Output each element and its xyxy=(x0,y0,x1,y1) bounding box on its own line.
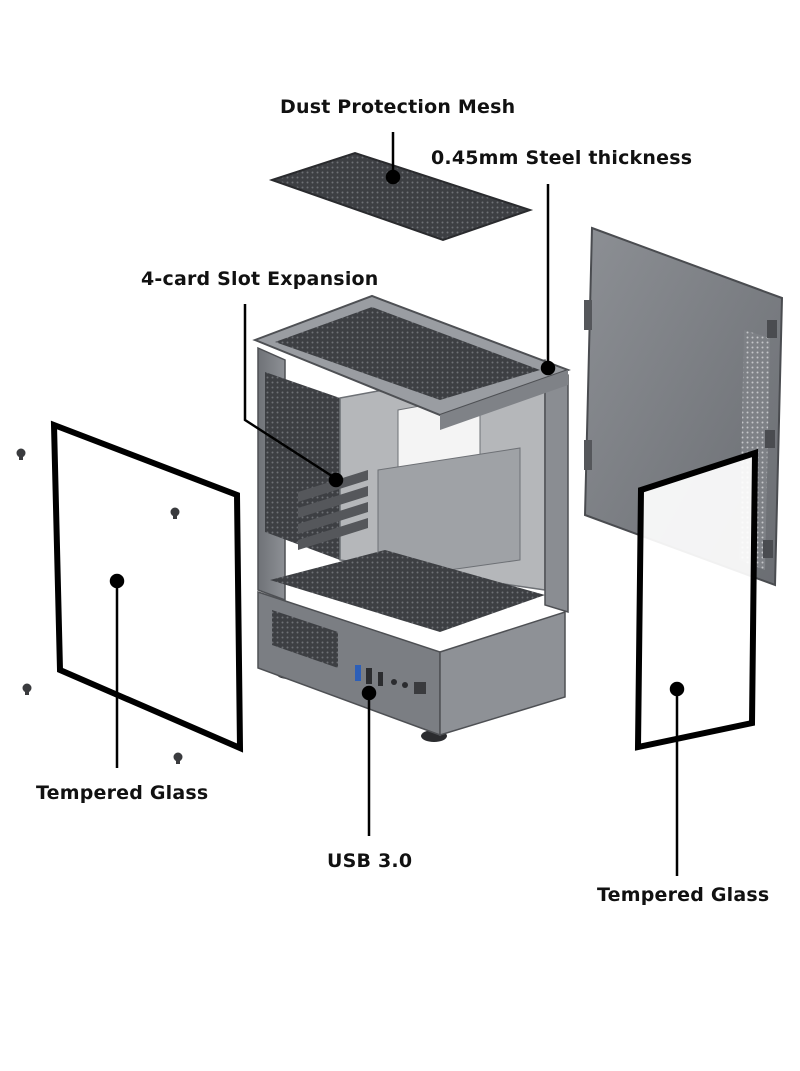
label-tempered-glass-left: Tempered Glass xyxy=(36,782,209,804)
dust-protection-mesh xyxy=(268,151,534,242)
right-tempered-glass-panel xyxy=(634,448,759,751)
callout-lines xyxy=(109,132,685,876)
label-steel-thickness: 0.45mm Steel thickness xyxy=(431,147,693,169)
label-usb-3: USB 3.0 xyxy=(327,850,413,872)
screw-icon xyxy=(16,448,183,764)
label-tempered-glass-right: Tempered Glass xyxy=(597,884,770,906)
label-dust-protection-mesh: Dust Protection Mesh xyxy=(280,96,516,118)
label-card-slot-expansion: 4-card Slot Expansion xyxy=(141,268,379,290)
left-tempered-glass-panel xyxy=(50,420,244,753)
case-chassis xyxy=(252,294,571,742)
usb-port-icon xyxy=(355,665,426,694)
